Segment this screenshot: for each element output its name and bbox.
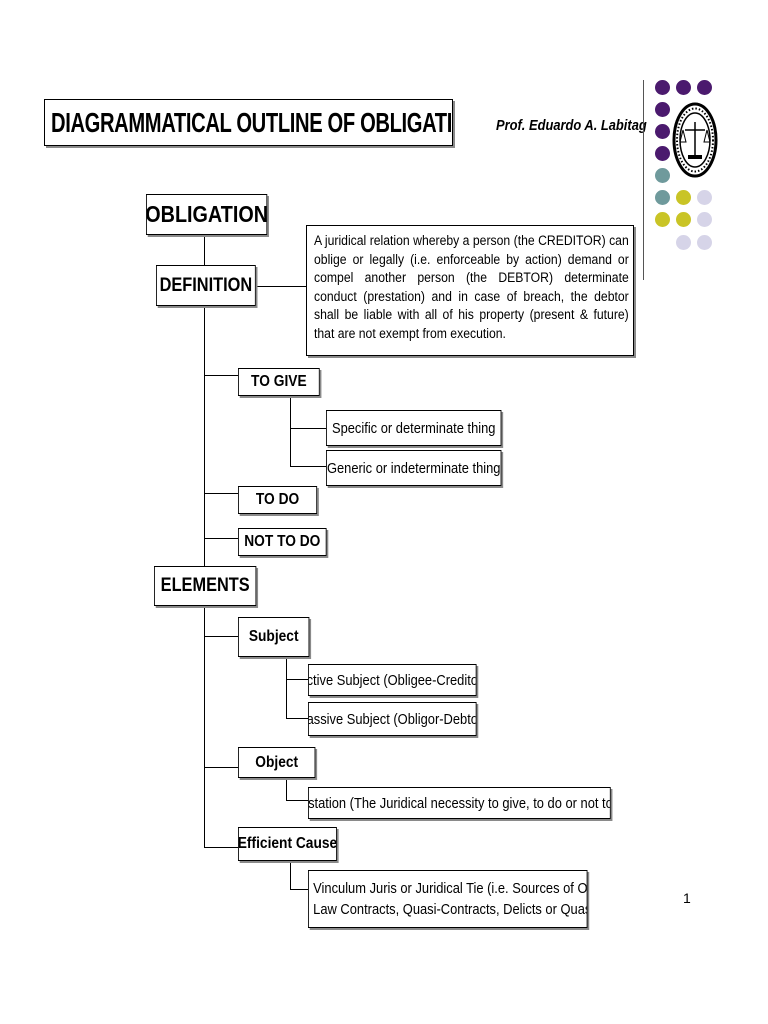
- node-efficient-cause: Efficient Cause: [238, 827, 337, 861]
- node-prestation: Prestation (The Juridical necessity to g…: [308, 787, 611, 819]
- dot-lavender: [697, 212, 712, 227]
- connector: [290, 428, 326, 429]
- node-obligation: OBLIGATION: [146, 194, 268, 235]
- node-generic-thing-label: Generic or indeterminate thing: [326, 459, 501, 477]
- dot-teal: [655, 190, 670, 205]
- node-definition-label: DEFINITION: [159, 274, 253, 296]
- connector: [286, 718, 308, 719]
- connector: [204, 538, 238, 539]
- connector: [204, 767, 238, 768]
- node-not-to-do-label: NOT TO DO: [244, 533, 321, 550]
- dot-purple: [655, 124, 670, 139]
- node-to-give: TO GIVE: [238, 368, 320, 396]
- connector: [290, 889, 308, 890]
- node-passive-subject: Passive Subject (Obligor-Debtor): [308, 702, 477, 736]
- law-school-seal-icon: [672, 102, 718, 178]
- node-to-do-label: TO DO: [255, 491, 300, 508]
- node-generic-thing: Generic or indeterminate thing: [326, 450, 502, 486]
- connector: [290, 861, 291, 889]
- dot-olive: [676, 212, 691, 227]
- node-elements: ELEMENTS: [154, 566, 257, 606]
- node-vinculum-juris: Vinculum Juris or Juridical Tie (i.e. So…: [308, 870, 588, 928]
- connector: [204, 606, 205, 848]
- dot-olive: [655, 212, 670, 227]
- author-name: Prof. Eduardo A. Labitag: [496, 117, 647, 134]
- page-title: DIAGRAMMATICAL OUTLINE OF OBLIGATIONS: [51, 106, 453, 138]
- connector: [286, 657, 287, 718]
- connector: [204, 847, 238, 848]
- node-subject: Subject: [238, 617, 310, 657]
- node-specific-thing-label: Specific or determinate thing: [331, 419, 496, 437]
- connector: [286, 679, 308, 680]
- connector: [204, 375, 238, 376]
- connector: [286, 800, 308, 801]
- connector: [204, 636, 238, 637]
- node-object: Object: [238, 747, 316, 778]
- dot-teal: [655, 168, 670, 183]
- node-to-give-label: TO GIVE: [251, 373, 307, 390]
- node-active-subject-label: Active Subject (Obligee-Creditor): [309, 671, 477, 689]
- dot-lavender: [697, 190, 712, 205]
- node-to-do: TO DO: [238, 486, 318, 514]
- decorative-rule: [643, 80, 644, 280]
- connector: [290, 396, 291, 466]
- node-subject-label: Subject: [248, 628, 299, 645]
- connector: [290, 466, 326, 467]
- connector: [204, 306, 205, 566]
- node-prestation-label: Prestation (The Juridical necessity to g…: [308, 794, 610, 812]
- node-active-subject: Active Subject (Obligee-Creditor): [308, 664, 477, 696]
- node-not-to-do: NOT TO DO: [238, 528, 327, 556]
- node-obligation-label: OBLIGATION: [146, 201, 268, 227]
- node-vinculum-juris-line-2: Law Contracts, Quasi-Contracts, Delicts …: [313, 901, 586, 918]
- node-vinculum-juris-line-1: Vinculum Juris or Juridical Tie (i.e. So…: [313, 880, 588, 897]
- definition-text-box: A juridical relation whereby a person (t…: [306, 225, 634, 356]
- node-specific-thing: Specific or determinate thing: [326, 410, 502, 446]
- dot-purple: [655, 102, 670, 117]
- connector: [286, 778, 287, 800]
- dot-olive: [676, 190, 691, 205]
- node-elements-label: ELEMENTS: [160, 575, 250, 596]
- node-passive-subject-label: Passive Subject (Obligor-Debtor): [309, 710, 476, 728]
- node-efficient-cause-label: Efficient Cause: [238, 835, 337, 852]
- dot-purple: [655, 80, 670, 95]
- connector: [204, 493, 238, 494]
- dot-lavender: [676, 235, 691, 250]
- connector: [256, 286, 307, 287]
- dot-purple: [655, 146, 670, 161]
- dot-purple: [676, 80, 691, 95]
- connector: [204, 235, 205, 265]
- node-definition: DEFINITION: [156, 265, 256, 306]
- node-object-label: Object: [255, 753, 299, 771]
- definition-text: A juridical relation whereby a person (t…: [314, 233, 629, 342]
- title-box: DIAGRAMMATICAL OUTLINE OF OBLIGATIONS: [44, 99, 453, 146]
- dot-lavender: [697, 235, 712, 250]
- page-number: 1: [683, 890, 691, 906]
- dot-purple: [697, 80, 712, 95]
